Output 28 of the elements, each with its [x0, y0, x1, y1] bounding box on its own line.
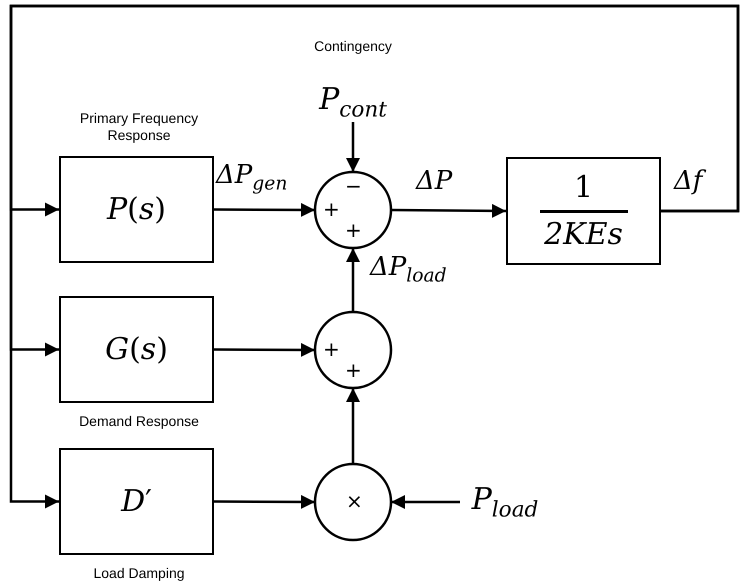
input-signal: P$_{cont}$ — [319, 82, 387, 122]
operator-sign: + — [345, 220, 362, 240]
arrow — [391, 495, 460, 509]
operator-sign: + — [323, 199, 340, 219]
operator-sign: × — [346, 491, 363, 511]
arrow — [346, 248, 360, 312]
arrow — [10, 4, 740, 508]
block-caption: Primary Frequency Response — [78, 110, 200, 144]
arrow — [390, 204, 506, 218]
transfer-function: G(s) — [105, 332, 168, 367]
transfer-function: D′ — [121, 484, 152, 519]
transfer-function-block — [506, 157, 661, 265]
edge-label: Δf — [672, 166, 704, 196]
arrow — [214, 202, 315, 217]
input-signal: P$_{load}$ — [472, 482, 538, 522]
operator-sign: + — [323, 339, 340, 359]
block-caption: Demand Response — [78, 413, 200, 430]
arrow — [346, 122, 360, 172]
transfer-function: P(s) — [106, 192, 166, 227]
operator-sign: + — [345, 360, 362, 380]
arrow — [214, 342, 315, 357]
arrow — [214, 494, 315, 509]
operator-sign: − — [345, 176, 362, 196]
numerator: 1 — [572, 170, 594, 206]
block-caption: Load Damping — [92, 565, 186, 582]
arrow — [346, 388, 360, 464]
denominator: 2KEs — [543, 216, 624, 252]
block-caption: Contingency — [313, 38, 393, 55]
